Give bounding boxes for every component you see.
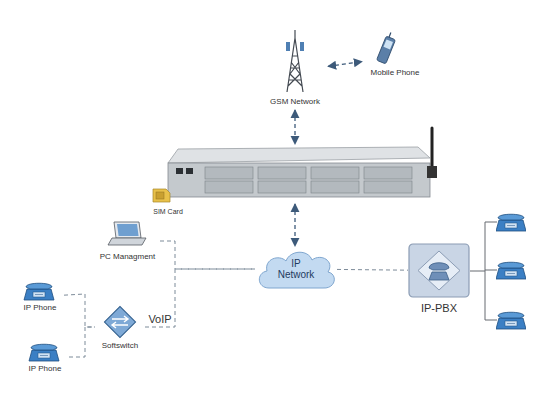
edge-label: VoIP bbox=[148, 313, 171, 325]
module-slot bbox=[364, 181, 412, 193]
pbx-face bbox=[418, 251, 460, 290]
ip-phone-icon bbox=[29, 344, 59, 361]
node-label: IP-PBX bbox=[421, 302, 457, 314]
pbx-outline bbox=[408, 243, 470, 298]
module-slot bbox=[311, 167, 359, 179]
node-label: IP Phone bbox=[24, 304, 57, 313]
gsm-gateway-device bbox=[168, 128, 437, 197]
gsm-tower: GSM Network bbox=[262, 35, 328, 107]
module-slot bbox=[364, 167, 412, 179]
mobile-phone-icon bbox=[376, 31, 397, 63]
sim-body bbox=[153, 189, 170, 202]
port bbox=[176, 168, 183, 174]
softswitch-body bbox=[104, 306, 135, 337]
sim-card-icon bbox=[153, 189, 170, 202]
chassis-front bbox=[168, 163, 430, 197]
cloud-label: IP Network bbox=[275, 258, 317, 280]
pbx-box bbox=[409, 244, 469, 297]
extension-wiring bbox=[470, 222, 497, 320]
tower-antenna bbox=[300, 42, 304, 51]
tower-mast bbox=[294, 30, 295, 38]
gateway-antenna bbox=[431, 128, 434, 168]
sim-chip bbox=[156, 192, 164, 199]
chassis-top bbox=[168, 147, 430, 163]
dashed-link bbox=[337, 269, 408, 271]
dashed-link bbox=[145, 269, 255, 327]
ip-phone-icon bbox=[24, 283, 54, 300]
node-label: Softswitch bbox=[102, 342, 138, 351]
laptop-screen-frame bbox=[114, 222, 141, 238]
sim-card: SIM Card bbox=[146, 186, 190, 216]
ip-pbx: IP-PBX bbox=[408, 243, 470, 298]
pc-management: PC Managment bbox=[95, 220, 160, 262]
desk-phone-icon bbox=[496, 214, 526, 231]
module-slot bbox=[205, 167, 253, 179]
softswitch-arrows bbox=[112, 316, 128, 328]
module-slot bbox=[258, 167, 306, 179]
pbx-phone-glyph bbox=[429, 263, 449, 280]
phone-body bbox=[376, 36, 395, 64]
ip-link bbox=[294, 204, 295, 246]
desk-phone-icon bbox=[496, 262, 526, 279]
dashed-link bbox=[69, 327, 95, 357]
softswitch: Softswitch bbox=[95, 303, 145, 351]
laptop-keyboard bbox=[108, 238, 146, 245]
desk-phone-icon bbox=[496, 312, 526, 329]
module-slot bbox=[258, 181, 306, 193]
mobile-phone: Mobile Phone bbox=[362, 36, 428, 78]
node-label: PC Managment bbox=[100, 253, 156, 262]
node-label: GSM Network bbox=[270, 98, 320, 107]
cloud-shape bbox=[259, 252, 334, 288]
dashed-link bbox=[64, 294, 95, 327]
antenna-base bbox=[427, 166, 437, 178]
gsm-tower-icon bbox=[286, 30, 304, 92]
laptop-icon bbox=[108, 222, 146, 245]
gsm-link bbox=[294, 110, 295, 144]
dashed-link bbox=[160, 241, 255, 269]
module-slot bbox=[205, 181, 253, 193]
dashed-arrow bbox=[328, 62, 362, 67]
port bbox=[186, 168, 193, 174]
phone-antenna bbox=[389, 33, 391, 38]
node-label: IP Phone bbox=[29, 365, 62, 374]
ip-phone: IP Phone bbox=[21, 340, 69, 374]
tower-antenna bbox=[286, 42, 290, 51]
laptop-screen bbox=[117, 224, 139, 236]
module-slot bbox=[311, 181, 359, 193]
ip-network-cloud: IP Network bbox=[255, 248, 337, 290]
ip-phone: IP Phone bbox=[16, 280, 64, 313]
node-label: SIM Card bbox=[153, 208, 183, 216]
softswitch-icon bbox=[104, 306, 135, 337]
tower-lattice bbox=[287, 38, 303, 92]
phone-screen bbox=[384, 39, 393, 49]
node-label: Mobile Phone bbox=[371, 69, 420, 78]
